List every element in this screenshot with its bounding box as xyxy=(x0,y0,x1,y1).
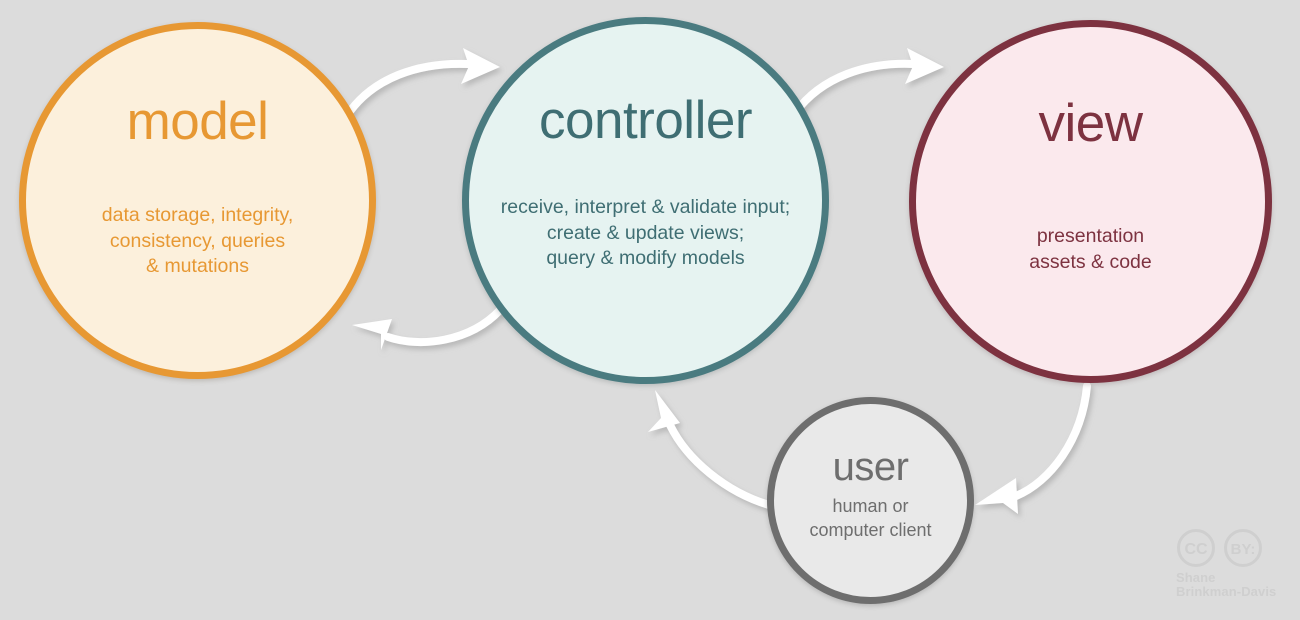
arrow-model-to-controller xyxy=(342,48,500,121)
arrow-controller-to-model xyxy=(352,306,504,350)
by-mark-label: BY: xyxy=(1231,541,1256,558)
node-view[interactable]: view presentation assets & code xyxy=(909,20,1272,383)
by-circle-icon: BY: xyxy=(1224,529,1262,567)
author-attribution: Shane Brinkman-Davis xyxy=(1176,570,1288,600)
arrow-user-to-controller xyxy=(648,390,773,509)
cc-circle-icon: CC xyxy=(1177,529,1215,567)
node-model[interactable]: model data storage, integrity, consisten… xyxy=(19,22,376,379)
creative-commons-badge[interactable]: CC BY: Shane Brinkman-Davis xyxy=(1176,528,1288,608)
node-user-title: user xyxy=(832,445,909,489)
node-model-title: model xyxy=(126,92,269,151)
arrow-controller-to-view xyxy=(791,48,944,117)
node-view-title: view xyxy=(1038,94,1143,153)
cc-license-marks: CC BY: xyxy=(1176,528,1288,568)
cc-mark-label: CC xyxy=(1184,541,1208,558)
node-user-description: human or computer client xyxy=(809,496,932,540)
node-view-description: presentation assets & code xyxy=(1029,225,1152,273)
node-model-description: data storage, integrity, consistency, qu… xyxy=(101,204,294,278)
node-controller-title: controller xyxy=(539,91,752,150)
node-user[interactable]: user human or computer client xyxy=(767,397,974,604)
arrow-view-to-user xyxy=(975,382,1091,514)
author-first-line: Shane xyxy=(1176,570,1216,585)
node-controller[interactable]: controller receive, interpret & validate… xyxy=(462,17,829,384)
node-controller-description: receive, interpret & validate input; cre… xyxy=(500,196,791,270)
author-second-line: Brinkman-Davis xyxy=(1176,584,1277,600)
